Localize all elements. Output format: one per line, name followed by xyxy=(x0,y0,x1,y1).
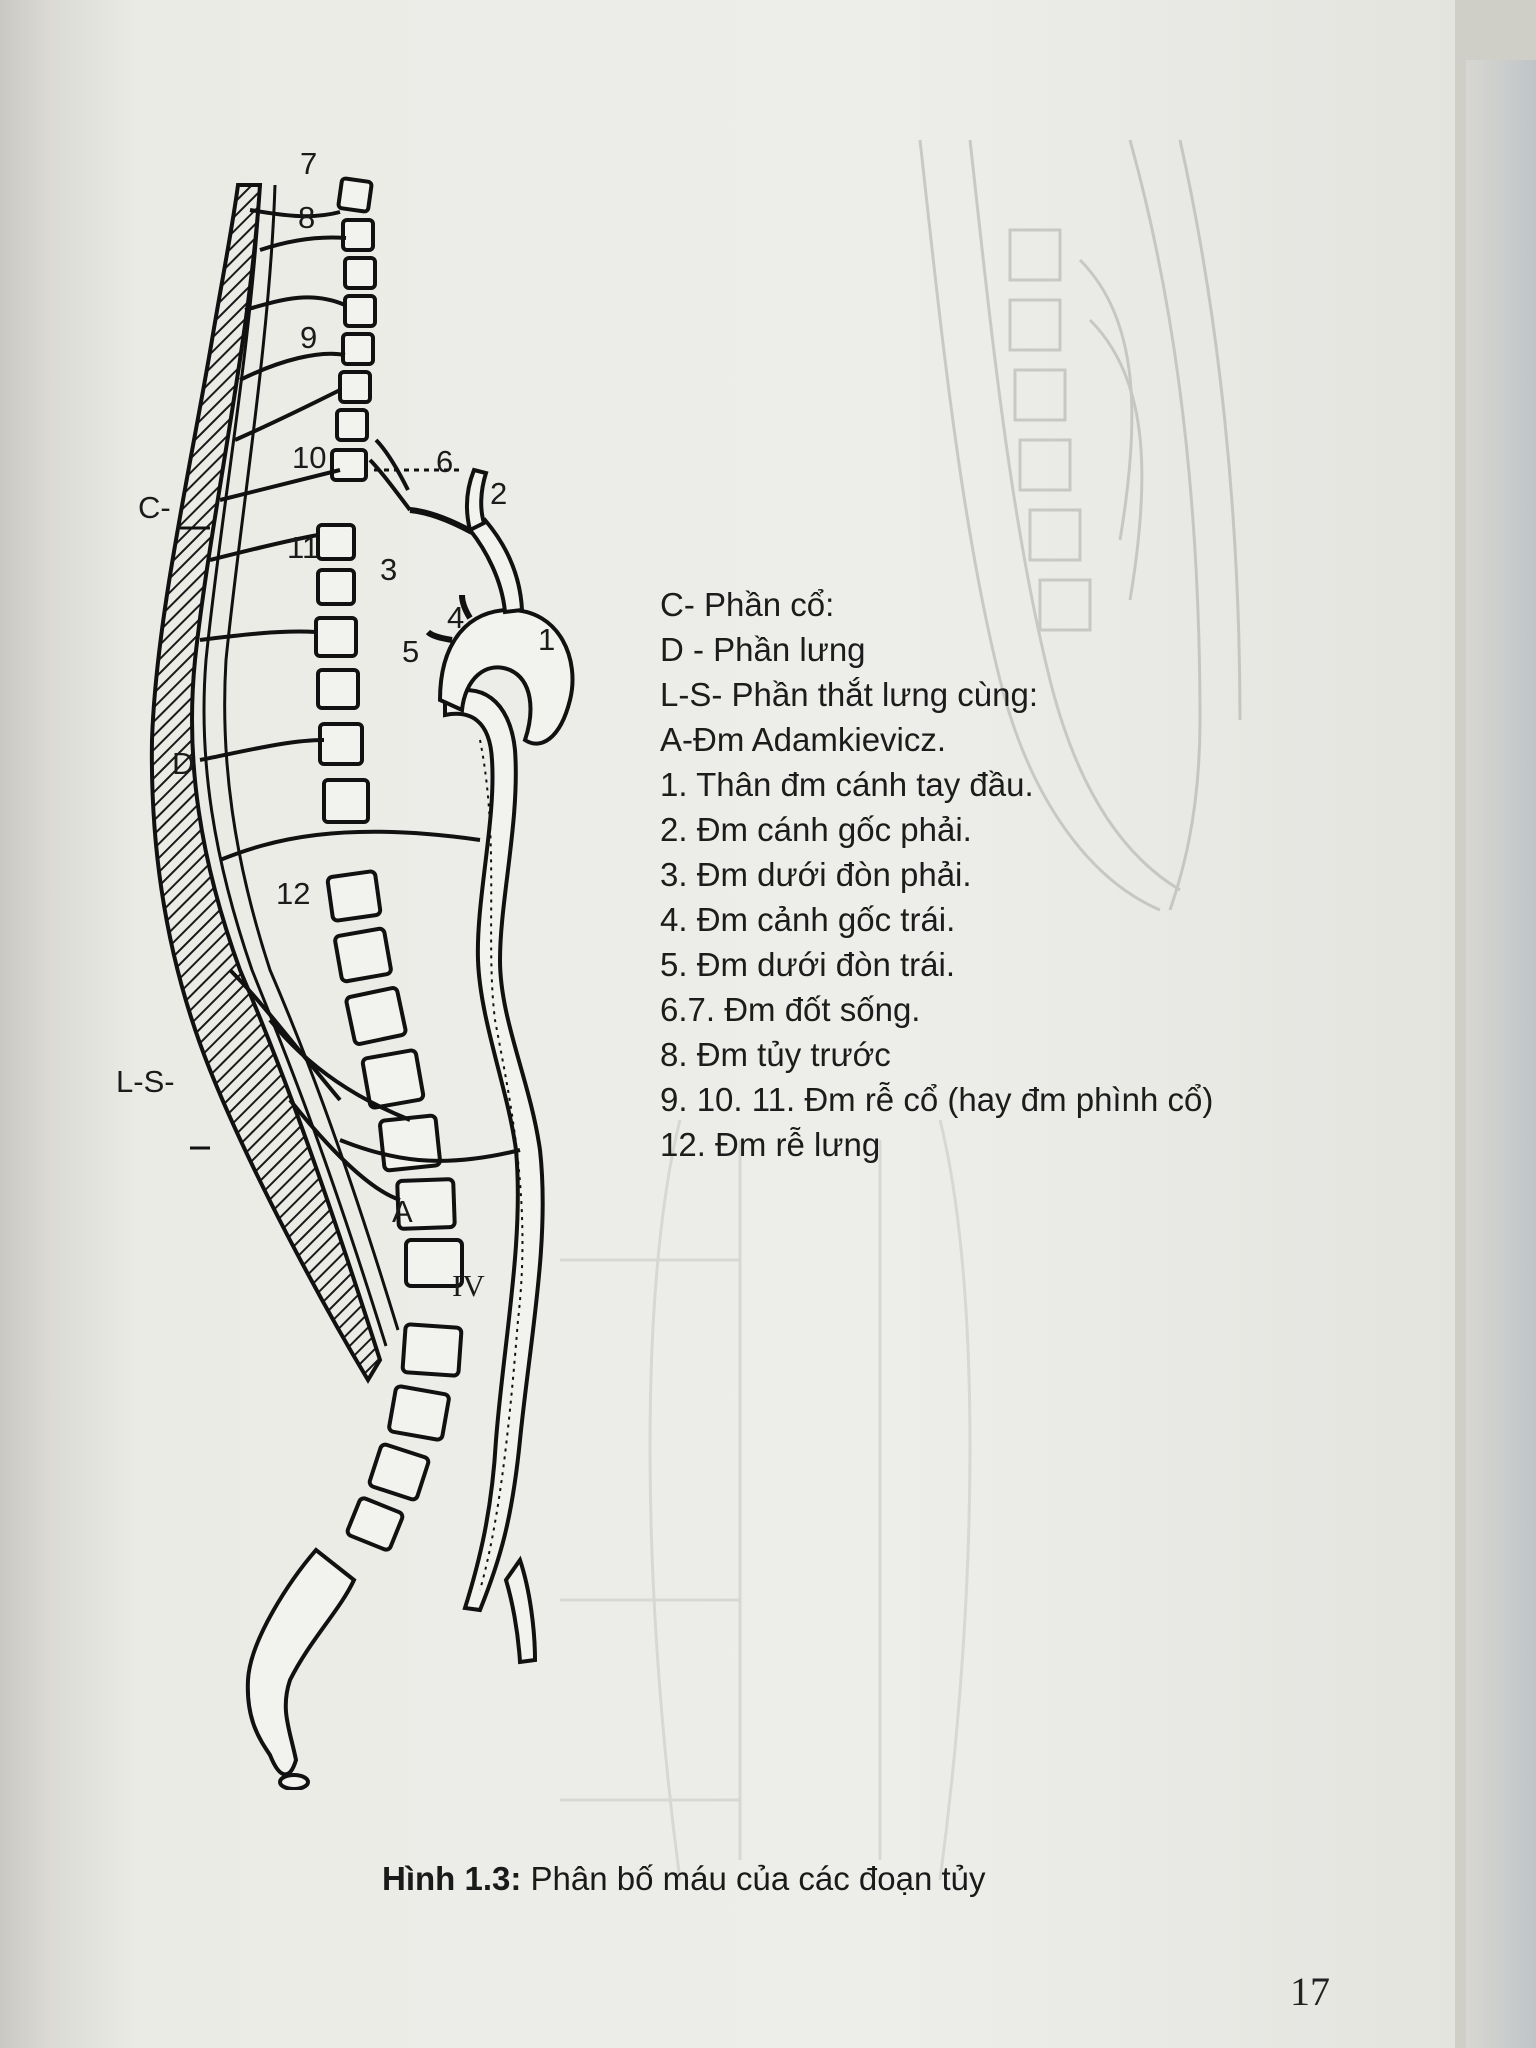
figure-caption-label: Hình 1.3: xyxy=(382,1860,522,1897)
label-region-d: D xyxy=(172,746,195,781)
legend-item: C- Phần cổ: xyxy=(660,586,835,623)
spinal-blood-supply-diagram: 7 8 9 10 11 12 6 2 3 4 5 1 C- D L-S- A I… xyxy=(116,140,620,1791)
radicular-arteries xyxy=(199,208,521,1202)
label-3: 3 xyxy=(380,552,398,587)
legend-item: 6.7. Đm đốt sống. xyxy=(660,991,921,1028)
label-1: 1 xyxy=(538,622,556,657)
bleed-through-figure xyxy=(918,139,1242,912)
label-region-c: C- xyxy=(138,490,171,525)
page-number: 17 xyxy=(1290,1969,1330,2014)
cord-root-line xyxy=(223,184,400,1331)
legend-item: 2. Đm cánh gốc phải. xyxy=(660,811,972,848)
page-stack-edge xyxy=(1466,60,1536,2048)
sacrum xyxy=(245,1547,357,1777)
legend-item: 1. Thân đm cánh tay đầu. xyxy=(660,766,1034,803)
legend-item: A-Đm Adamkievicz. xyxy=(660,721,947,758)
bleed-through-figure-2 xyxy=(560,1119,972,1881)
vertebral-column xyxy=(314,176,464,1552)
label-7: 7 xyxy=(300,146,318,181)
legend-item: 3. Đm dưới đòn phải. xyxy=(660,856,972,893)
book-page xyxy=(55,0,1455,2048)
right-subclavian xyxy=(409,507,474,535)
facing-page-edge xyxy=(0,0,58,2048)
label-11: 11 xyxy=(287,530,320,565)
legend-item: D - Phần lưng xyxy=(660,631,866,668)
coccyx xyxy=(278,1773,310,1791)
label-region-ls: L-S- xyxy=(116,1064,175,1099)
legend-item: L-S- Phần thắt lưng cùng: xyxy=(660,676,1038,713)
legend-item: 8. Đm tủy trước xyxy=(660,1036,891,1073)
label-12: 12 xyxy=(276,876,311,911)
figure-caption-text: Phân bố máu của các đoạn tủy xyxy=(521,1860,986,1897)
left-common-carotid xyxy=(459,594,473,620)
cord-right-edge xyxy=(202,184,388,1347)
label-5: 5 xyxy=(402,634,420,669)
label-6: 6 xyxy=(436,444,454,479)
label-9: 9 xyxy=(300,320,318,355)
label-10: 10 xyxy=(292,440,327,475)
aortic-arch xyxy=(437,607,575,746)
legend-item: 4. Đm cảnh gốc trái. xyxy=(660,901,956,938)
legend-item: 9. 10. 11. Đm rễ cổ (hay đm phình cổ) xyxy=(660,1081,1214,1118)
legend-item: 5. Đm dưới đòn trái. xyxy=(660,946,956,983)
descending-aorta xyxy=(443,688,545,1613)
aorta-texture xyxy=(479,739,524,1591)
legend-item: 12. Đm rễ lưng xyxy=(660,1126,881,1163)
brachiocephalic-trunk xyxy=(467,517,525,615)
diagram-legend: C- Phần cổ: D - Phần lưng L-S- Phần thắt… xyxy=(660,582,1320,1167)
left-subclavian xyxy=(425,629,453,643)
figure-caption: Hình 1.3: Phân bố máu của các đoạn tủy xyxy=(382,1860,1142,1898)
spinal-cord xyxy=(149,183,383,1384)
label-4: 4 xyxy=(447,600,465,635)
label-8: 8 xyxy=(298,200,316,235)
diagram-drawing xyxy=(149,176,575,1791)
leader-lines xyxy=(180,468,464,1150)
label-adamkiewicz: A xyxy=(392,1194,413,1229)
right-common-carotid xyxy=(464,467,489,533)
label-vertebra-iv: IV xyxy=(452,1268,485,1303)
iliac-artery xyxy=(503,1555,538,1665)
label-2: 2 xyxy=(490,476,508,511)
